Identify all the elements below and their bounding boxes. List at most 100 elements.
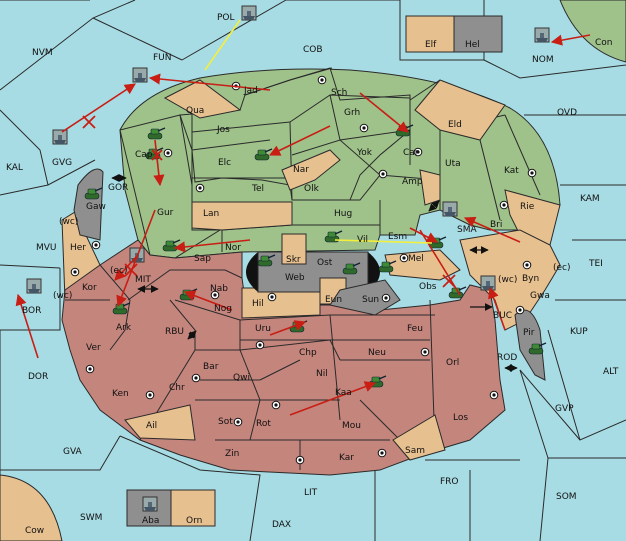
label-fro: FRO	[440, 477, 459, 487]
label-pir: Pir	[523, 328, 535, 338]
label-buc: BUC	[493, 311, 512, 321]
label-sun: Sun	[362, 295, 379, 305]
label-som: SOM	[556, 492, 577, 502]
label-con: Con	[595, 38, 613, 48]
label-sap: Sap	[194, 254, 211, 264]
label-web: Web	[285, 273, 305, 283]
label-bar: Bar	[203, 362, 219, 372]
label-fun: FUN	[153, 53, 172, 63]
label-bor: BOR	[22, 306, 41, 316]
label-qua: Qua	[186, 106, 204, 116]
label-mel: Mel	[408, 254, 424, 264]
label-yok: Yok	[356, 148, 373, 158]
label-lit: LIT	[304, 488, 318, 498]
label-rie: Rie	[520, 202, 535, 212]
label-tei: TEI	[588, 259, 603, 269]
label-sot: Sot	[218, 417, 233, 427]
label-ovd: OVD	[557, 108, 577, 118]
label-alt: ALT	[603, 367, 619, 377]
elf-hel-box	[405, 15, 503, 53]
label-dax: DAX	[272, 520, 291, 530]
label-car: Car	[403, 148, 419, 158]
label-swm: SWM	[80, 513, 102, 523]
aba-orn-box	[126, 489, 216, 527]
label-olk: Olk	[304, 184, 320, 194]
label-amp: Amp	[402, 177, 423, 187]
label-chp: Chp	[299, 348, 317, 358]
label-mou: Mou	[342, 421, 361, 431]
label-ver: Ver	[86, 343, 101, 353]
label-wc1: (wc)	[59, 217, 78, 227]
label-chr: Chr	[169, 383, 185, 393]
label-ec2: (ec)	[110, 266, 128, 276]
label-gva: GVA	[63, 447, 83, 457]
label-eun: Eun	[325, 295, 342, 305]
label-lan: Lan	[203, 209, 219, 219]
label-ost: Ost	[317, 258, 333, 268]
label-cow: Cow	[25, 526, 44, 536]
label-uru: Uru	[255, 324, 271, 334]
label-kam: KAM	[580, 194, 600, 204]
label-ail: Ail	[146, 421, 157, 431]
label-dor: DOR	[28, 372, 48, 382]
label-orn: Orn	[186, 516, 202, 526]
label-nom: NOM	[532, 55, 554, 65]
support-orders	[204, 19, 433, 244]
territory-labels: POL NVM FUN COB Con NOM Elf Hel Jad Qua …	[6, 13, 619, 536]
label-kor: Kor	[82, 283, 97, 293]
skr-territory	[281, 233, 307, 265]
sun-territory	[329, 279, 401, 316]
label-ark: Ark	[116, 323, 132, 333]
convoy-arrows	[111, 174, 518, 372]
tan-territories-south	[124, 249, 461, 461]
label-hel: Hel	[465, 40, 480, 50]
label-nvm: NVM	[32, 48, 53, 58]
label-pol: POL	[217, 13, 235, 23]
label-feu: Feu	[407, 324, 423, 334]
label-nab: Nab	[210, 284, 228, 294]
label-rod: ROD	[497, 353, 517, 363]
label-tel: Tel	[251, 184, 264, 194]
gaw-territory	[73, 168, 104, 241]
label-hil: Hil	[252, 299, 264, 309]
label-gaw: Gaw	[86, 202, 106, 212]
label-gvg: GVG	[52, 158, 72, 168]
label-kar: Kar	[339, 453, 354, 463]
label-orl: Orl	[446, 358, 459, 368]
label-nog: Nog	[214, 304, 232, 314]
label-rot: Rot	[256, 419, 271, 429]
label-rbu: RBU	[165, 327, 184, 337]
label-uta: Uta	[445, 159, 461, 169]
label-esm: Esm	[388, 232, 407, 242]
label-sam: Sam	[405, 446, 425, 456]
label-gur: Gur	[157, 208, 174, 218]
label-nar: Nar	[293, 165, 309, 175]
cut-marks	[82, 115, 456, 288]
label-elc: Elc	[218, 158, 231, 168]
label-mit: MIT	[135, 275, 151, 285]
label-wc2: (wc)	[53, 291, 72, 301]
label-kup: KUP	[570, 327, 588, 337]
label-byn: Byn	[522, 274, 539, 284]
label-sch: Sch	[331, 88, 347, 98]
label-sma: SMA	[457, 225, 477, 235]
tan-territories-north	[163, 79, 561, 246]
label-kaa: Kaa	[335, 388, 352, 398]
label-nor: Nor	[225, 243, 241, 253]
label-eld: Eld	[448, 120, 462, 130]
label-kal: KAL	[6, 163, 23, 173]
label-gvp: GVP	[555, 404, 574, 414]
label-obs: Obs	[419, 282, 437, 292]
label-wc3: (wc)	[498, 275, 517, 285]
label-gor: GOR	[108, 183, 128, 193]
label-jad: Jad	[243, 86, 258, 96]
label-neu: Neu	[368, 348, 386, 358]
label-zin: Zin	[225, 449, 239, 459]
label-kat: Kat	[504, 166, 519, 176]
label-jos: Jos	[216, 125, 230, 135]
label-skr: Skr	[286, 255, 301, 265]
label-cap: Cap	[135, 150, 153, 160]
label-her: Her	[70, 243, 86, 253]
